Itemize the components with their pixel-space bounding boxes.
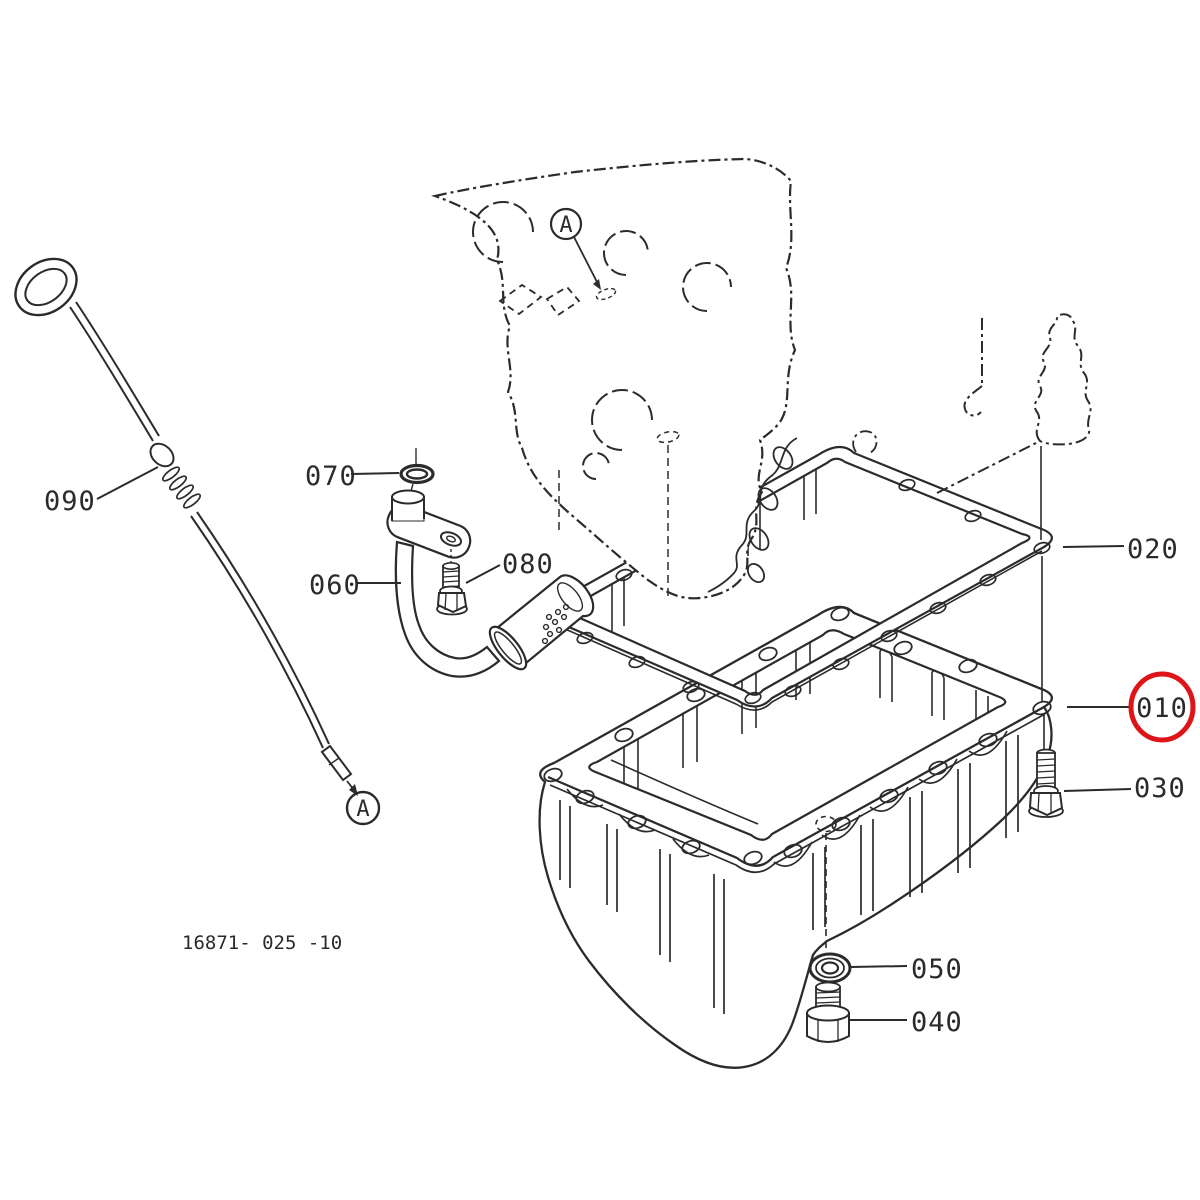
block-boss-detail xyxy=(852,430,878,455)
engine-block-outline xyxy=(431,157,797,600)
strainer-end-rim xyxy=(556,582,584,612)
strainer-collar-inner xyxy=(493,631,523,665)
oil-pan-bolt-holes xyxy=(543,606,1052,866)
dipstick-stem-lower xyxy=(190,511,330,749)
dipstick-loop-inner xyxy=(24,267,68,307)
oil-pan-flange-edge xyxy=(547,705,1045,867)
block-face-pads xyxy=(498,283,581,317)
cylinder-bores xyxy=(472,201,732,480)
dipstick-loop xyxy=(14,257,78,317)
callout-030-flange-bolt[interactable]: 030 xyxy=(1134,773,1186,804)
callout-080-pipe-bolt[interactable]: 080 xyxy=(502,549,554,580)
leader-lines xyxy=(96,466,1132,1021)
pipe-neck xyxy=(391,489,425,522)
drawing-number: 16871- 025 -10 xyxy=(182,932,342,954)
arrowhead xyxy=(593,279,601,290)
highlighted-callout[interactable]: 010 xyxy=(1128,671,1196,743)
pipe-flange-hole-inner xyxy=(446,535,456,543)
detail-marker-a-bottom-label: A xyxy=(356,797,369,822)
highlight-circle xyxy=(1128,671,1196,743)
o-ring xyxy=(399,448,435,492)
oil-pan-corrugations-right xyxy=(773,730,1019,930)
detail-marker-a-bottom: A xyxy=(345,780,381,826)
callout-060-suction-pipe[interactable]: 060 xyxy=(309,570,361,601)
callout-020-gasket[interactable]: 020 xyxy=(1127,534,1179,565)
oil-pan-outline xyxy=(538,605,1053,1069)
detail-marker-a-top: A xyxy=(549,207,617,301)
pipe-flange-hole xyxy=(439,531,463,547)
suction-strainer xyxy=(495,574,595,670)
engine-block xyxy=(431,157,1092,751)
oil-pan-flange-thickness xyxy=(549,713,1046,874)
drain-plug xyxy=(806,981,850,1043)
strainer-collar xyxy=(488,625,528,671)
oil-pan-opening xyxy=(588,629,1007,841)
projection-lines xyxy=(558,430,1045,751)
dipstick-threads xyxy=(161,466,202,509)
suction-pipe-elbow xyxy=(394,540,501,678)
drain-washer xyxy=(808,952,852,984)
flange-bolt xyxy=(1028,748,1064,818)
callout-070-o-ring[interactable]: 070 xyxy=(305,461,357,492)
dipstick-blade xyxy=(320,744,353,782)
dipstick-stem-upper xyxy=(69,301,160,442)
block-flywheel-end xyxy=(1033,313,1092,446)
block-edge-detail xyxy=(963,318,983,417)
strainer-perforations xyxy=(541,603,570,645)
block-bottom-edge-right xyxy=(936,440,1041,494)
dipstick-stop xyxy=(149,442,175,468)
callout-090-dipstick[interactable]: 090 xyxy=(44,486,96,517)
callout-010-oil-pan[interactable]: 010 xyxy=(1136,693,1188,724)
callout-040-drain-plug[interactable]: 040 xyxy=(911,1007,963,1038)
oil-pan-corrugations-left xyxy=(559,788,725,1014)
detail-marker-a-top-label: A xyxy=(559,213,572,238)
gasket-frame xyxy=(542,445,1053,708)
dipstick-blade-joint xyxy=(328,757,340,766)
gasket-thickness xyxy=(555,550,1043,711)
block-oil-gallery xyxy=(707,437,798,593)
pipe-bolt xyxy=(436,549,468,616)
dipstick xyxy=(14,257,353,782)
callout-050-drain-washer[interactable]: 050 xyxy=(911,954,963,985)
suction-pipe-assembly xyxy=(386,448,595,678)
